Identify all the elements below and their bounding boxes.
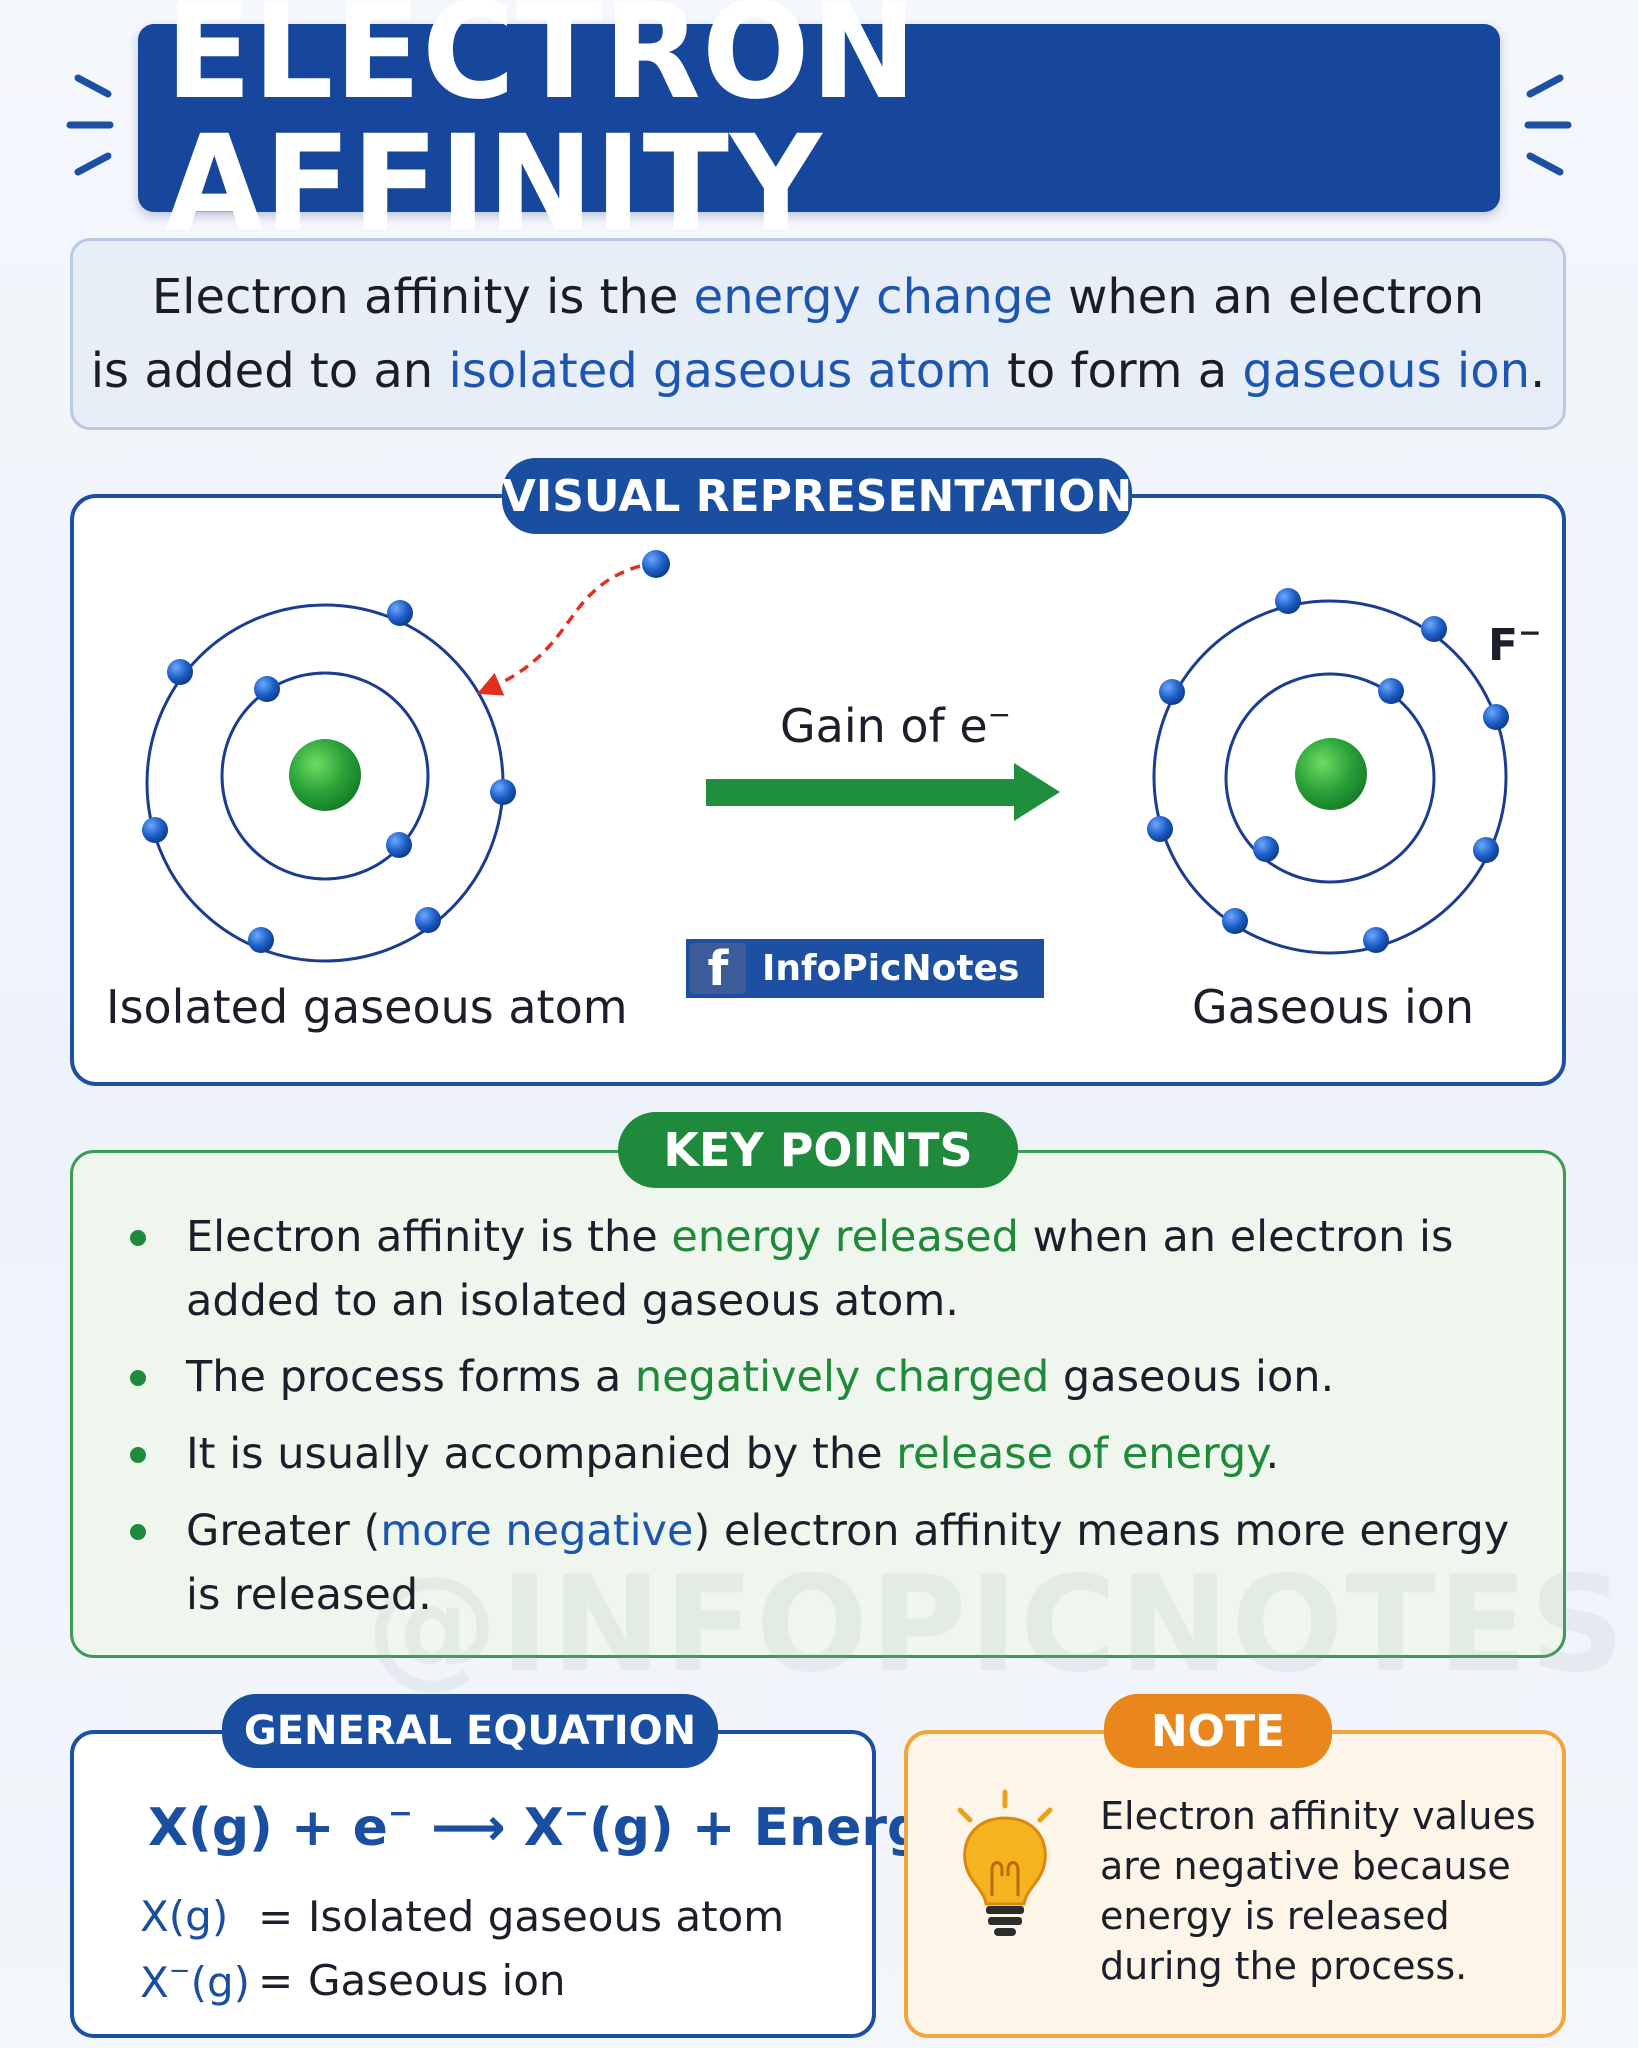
social-tag[interactable]: f InfoPicNotes — [686, 939, 1044, 998]
key-point-3: It is usually accompanied by the release… — [186, 1429, 1280, 1479]
definition-text: when an electron — [1052, 269, 1485, 325]
bullet-icon — [130, 1370, 146, 1386]
electron — [167, 659, 193, 685]
nucleus — [1295, 738, 1367, 810]
electron — [415, 907, 441, 933]
electron — [248, 927, 274, 953]
outer-orbit — [1152, 599, 1508, 955]
key-points-heading: KEY POINTS — [618, 1112, 1018, 1188]
electron — [254, 676, 280, 702]
atom-diagrams — [142, 550, 1509, 963]
equals-sign: = — [258, 1956, 294, 2005]
key-point-4-line-1: Greater (more negative) electron affinit… — [186, 1506, 1510, 1556]
general-equation: X(g) + e− ⟶ X−(g) + Energy — [148, 1796, 959, 1858]
title-banner: ELECTRON AFFINITY — [138, 0, 1500, 250]
note-line-4: during the process. — [1100, 1944, 1468, 1988]
electron — [1253, 836, 1279, 862]
definition-line-2: is added to an isolated gaseous atom to … — [91, 334, 1546, 408]
visual-representation-heading: VISUAL REPRESENTATION — [502, 458, 1132, 534]
electron — [1159, 679, 1185, 705]
gain-label-charge: − — [987, 698, 1012, 731]
note-heading: NOTE — [1104, 1694, 1332, 1768]
equation-meaning-atom: Isolated gaseous atom — [308, 1892, 785, 1941]
gain-of-electron-label: Gain of e− — [780, 698, 1011, 753]
inner-orbit — [220, 671, 430, 881]
bullet-icon — [130, 1524, 146, 1540]
facebook-icon: f — [690, 941, 746, 997]
definition-highlight: isolated gaseous atom — [448, 343, 992, 399]
equation-term-atom: X(g) — [140, 1892, 229, 1941]
gain-label-text: Gain of e — [780, 699, 988, 753]
electron — [1473, 837, 1499, 863]
definition-text: Electron affinity is the — [151, 269, 694, 325]
note-line-1: Electron affinity values — [1100, 1794, 1536, 1838]
definition-highlight: energy change — [693, 269, 1053, 325]
ion-symbol-text: F — [1488, 620, 1519, 671]
lightbulb-icon — [957, 1789, 1053, 1936]
decorative-lines-right — [1524, 74, 1572, 176]
definition-text: to form a — [991, 343, 1243, 399]
incoming-electron — [642, 550, 670, 578]
electron — [387, 600, 413, 626]
equation-term-ion: X−(g) — [140, 1956, 251, 2007]
definition-text: is added to an — [90, 343, 449, 399]
page-title: ELECTRON AFFINITY — [165, 0, 918, 261]
gaseous-ion-diagram — [1147, 588, 1509, 955]
electron — [142, 817, 168, 843]
general-equation-panel — [70, 1730, 876, 2038]
nucleus — [289, 739, 361, 811]
definition-box: Electron affinity is the energy change w… — [70, 238, 1566, 430]
key-point-2: The process forms a negatively charged g… — [186, 1352, 1335, 1402]
isolated-atom-diagram — [142, 550, 670, 963]
definition-line-1: Electron affinity is the energy change w… — [152, 260, 1484, 334]
electron — [1363, 927, 1389, 953]
electron — [1421, 616, 1447, 642]
isolated-atom-label: Isolated gaseous atom — [106, 980, 628, 1034]
electron — [1222, 908, 1248, 934]
watermark: @INFOPICNOTES — [366, 1548, 1627, 1702]
electron — [490, 779, 516, 805]
decorative-lines-left — [66, 74, 114, 176]
key-points-panel — [70, 1150, 1566, 1658]
equation-meaning-ion: Gaseous ion — [308, 1956, 566, 2005]
general-equation-heading: GENERAL EQUATION — [222, 1694, 718, 1768]
definition-text: . — [1530, 343, 1546, 399]
electron — [1275, 588, 1301, 614]
key-point-4-line-2: is released. — [186, 1570, 432, 1620]
note-line-2: are negative because — [1100, 1844, 1511, 1888]
ion-symbol-charge: − — [1518, 616, 1542, 649]
incoming-electron-path — [476, 564, 641, 696]
bullet-icon — [130, 1230, 146, 1246]
key-point-1-line-2: added to an isolated gaseous atom. — [186, 1276, 959, 1326]
social-handle: InfoPicNotes — [762, 948, 1020, 989]
electron — [386, 832, 412, 858]
electron — [1483, 704, 1509, 730]
note-line-3: energy is released — [1100, 1894, 1450, 1938]
equals-sign: = — [258, 1892, 294, 1941]
key-point-1-line-1: Electron affinity is the energy released… — [186, 1212, 1454, 1262]
gain-arrow — [706, 763, 1060, 821]
definition-highlight: gaseous ion — [1242, 343, 1530, 399]
bullet-icon — [130, 1447, 146, 1463]
electron — [1378, 678, 1404, 704]
electron — [1147, 816, 1173, 842]
gaseous-ion-label: Gaseous ion — [1192, 980, 1475, 1034]
ion-symbol: F− — [1488, 616, 1542, 671]
inner-orbit — [1224, 672, 1436, 884]
